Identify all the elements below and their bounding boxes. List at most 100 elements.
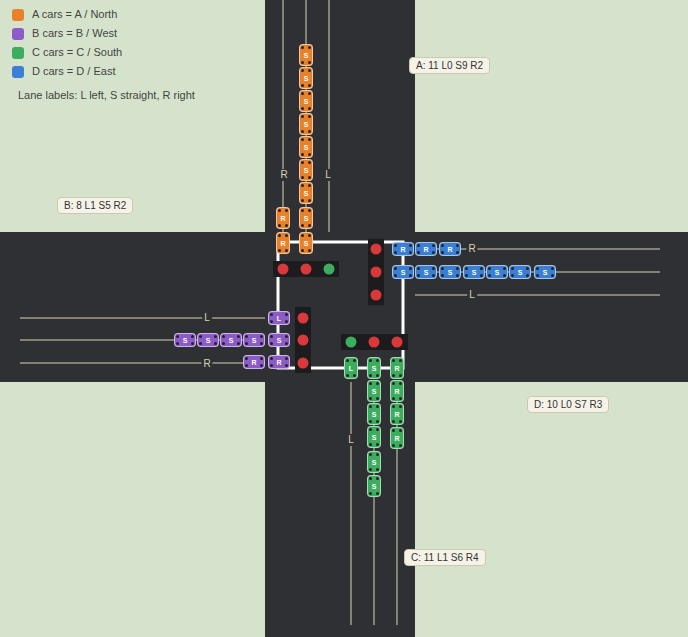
car-lane-letter: S [464,266,484,278]
car-lane-letter: R [244,356,264,368]
car-wheel [308,209,311,212]
car-lane-letter: S [535,266,555,278]
car-wheel [301,176,304,179]
car-wheel [278,234,281,237]
car-marker: R [390,357,404,379]
car-wheel [199,335,202,338]
car-lane-letter: S [300,91,312,111]
car-wheel [278,249,281,252]
car-wheel [417,244,420,247]
car-wheel [308,153,311,156]
car-lane-letter: S [368,358,380,378]
car-wheel [399,405,402,408]
car-lane-letter: S [416,266,436,278]
car-marker: S [486,265,508,279]
count-box: C: 11 L1 S6 R4 [404,549,486,566]
car-marker: S [367,451,381,473]
car-marker: S [367,403,381,425]
car-wheel [260,357,263,360]
car-marker: S [299,90,313,112]
car-lane-letter: S [198,334,218,346]
lane-label: L [202,312,212,324]
car-lane-letter: S [368,476,380,496]
car-wheel [399,382,402,385]
car-wheel [270,342,273,345]
car-lane-letter: S [300,137,312,157]
lane-label: L [323,169,333,181]
car-wheel [308,84,311,87]
car-wheel [536,267,539,270]
car-wheel [285,364,288,367]
car-marker: S [534,265,556,279]
car-wheel [399,444,402,447]
car-wheel [417,251,420,254]
car-wheel [245,357,248,360]
car-marker: R [415,242,437,256]
car-wheel [308,161,311,164]
car-lane-letter: S [368,381,380,401]
legend-swatch [12,9,24,21]
car-wheel [369,374,372,377]
lane-label: L [467,289,477,301]
car-wheel [392,382,395,385]
legend-swatch [12,28,24,40]
car-wheel [176,335,179,338]
car-marker: L [344,357,358,379]
car-marker: R [276,232,290,254]
lane-label: R [278,169,289,181]
car-wheel [301,115,304,118]
car-wheel [456,274,459,277]
car-wheel [308,115,311,118]
car-wheel [214,335,217,338]
car-wheel [369,453,372,456]
car-wheel [301,209,304,212]
car-wheel [394,244,397,247]
car-marker: S [299,113,313,135]
car-wheel [308,46,311,49]
car-wheel [237,342,240,345]
car-wheel [432,244,435,247]
car-wheel [526,274,529,277]
car-lane-letter: S [368,452,380,472]
car-wheel [376,359,379,362]
car-marker: S [367,475,381,497]
car-wheel [399,420,402,423]
car-wheel [417,267,420,270]
car-wheel [308,138,311,141]
car-wheel [308,61,311,64]
car-lane-letter: S [368,427,380,447]
car-marker: S [268,333,290,347]
car-wheel [301,184,304,187]
car-wheel [394,274,397,277]
car-wheel [369,359,372,362]
car-wheel [392,374,395,377]
car-wheel [465,274,468,277]
car-wheel [270,320,273,323]
legend-text: C cars = C / South [32,46,122,58]
car-marker: S [197,333,219,347]
car-wheel [308,184,311,187]
car-wheel [301,84,304,87]
car-wheel [376,492,379,495]
car-wheel [308,234,311,237]
car-wheel [301,92,304,95]
car-wheel [376,453,379,456]
car-wheel [376,428,379,431]
car-wheel [551,274,554,277]
car-marker: S [367,357,381,379]
car-wheel [376,468,379,471]
car-wheel [399,397,402,400]
car-wheel [417,274,420,277]
car-lane-letter: R [440,243,460,255]
car-lane-letter: S [300,183,312,203]
car-wheel [191,335,194,338]
car-wheel [270,313,273,316]
car-marker: S [392,265,414,279]
car-wheel [392,429,395,432]
car-marker: S [463,265,485,279]
car-wheel [409,267,412,270]
car-wheel [432,267,435,270]
car-marker: S [243,333,265,347]
car-wheel [308,249,311,252]
